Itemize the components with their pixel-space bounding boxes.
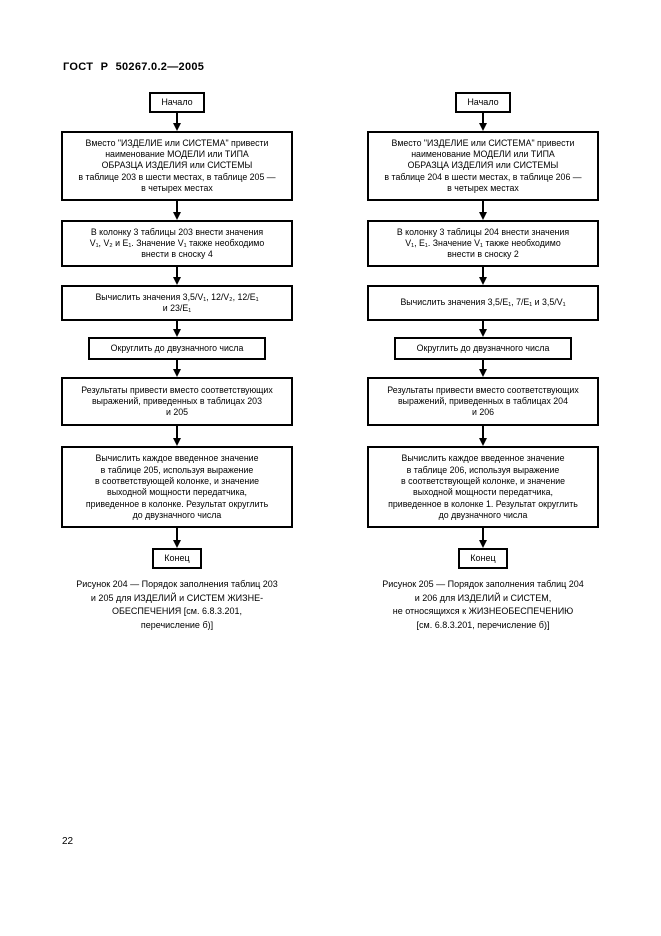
process-box-insert-results: Результаты привести вместо соответствующ…: [61, 377, 293, 427]
flowchart-figure-205: Начало Вместо "ИЗДЕЛИЕ или СИСТЕМА" прив…: [361, 92, 605, 632]
flow-arrow-down-icon: [479, 426, 488, 446]
flow-arrow-down-icon: [173, 267, 182, 285]
flow-arrow-down-icon: [479, 321, 488, 337]
process-box-round-values: Округлить до двузначного числа: [88, 337, 266, 361]
flow-arrow-down-icon: [173, 426, 182, 446]
flowchart-figure-204: Начало Вместо "ИЗДЕЛИЕ или СИСТЕМА" прив…: [55, 92, 299, 632]
page-number: 22: [62, 836, 74, 847]
start-terminator: Начало: [455, 92, 511, 113]
flow-arrow-down-icon: [173, 528, 182, 548]
process-box-rename-product: Вместо "ИЗДЕЛИЕ или СИСТЕМА" привести на…: [61, 131, 293, 201]
flow-arrow-down-icon: [479, 528, 488, 548]
process-box-enter-values: В колонку 3 таблицы 204 внести значения …: [367, 220, 599, 267]
process-box-enter-values: В колонку 3 таблицы 203 внести значения …: [61, 220, 293, 267]
flow-arrow-down-icon: [479, 360, 488, 377]
flow-arrow-down-icon: [479, 267, 488, 285]
process-box-compute-each-value: Вычислить каждое введенное значение в та…: [61, 446, 293, 529]
flow-arrow-down-icon: [479, 201, 488, 220]
process-box-insert-results: Результаты привести вместо соответствующ…: [367, 377, 599, 427]
flow-arrow-down-icon: [173, 360, 182, 377]
document-header: ГОСТ Р 50267.0.2—2005: [63, 61, 205, 73]
start-terminator: Начало: [149, 92, 205, 113]
process-box-rename-product: Вместо "ИЗДЕЛИЕ или СИСТЕМА" привести на…: [367, 131, 599, 201]
end-terminator: Конец: [152, 548, 202, 570]
flow-arrow-down-icon: [173, 113, 182, 131]
flow-arrow-down-icon: [173, 201, 182, 220]
flow-arrow-down-icon: [479, 113, 488, 131]
process-box-calculate-values: Вычислить значения 3,5/E₁, 7/E₁ и 3,5/V₁: [367, 285, 599, 321]
figure-caption-204: Рисунок 204 — Порядок заполнения таблиц …: [76, 579, 278, 630]
process-box-compute-each-value: Вычислить каждое введенное значение в та…: [367, 446, 599, 529]
end-terminator: Конец: [458, 548, 508, 570]
process-box-round-values: Округлить до двузначного числа: [394, 337, 572, 361]
flow-arrow-down-icon: [173, 321, 182, 337]
figure-caption-205: Рисунок 205 — Порядок заполнения таблиц …: [382, 579, 584, 630]
process-box-calculate-values: Вычислить значения 3,5/V₁, 12/V₂, 12/E₁ …: [61, 285, 293, 321]
